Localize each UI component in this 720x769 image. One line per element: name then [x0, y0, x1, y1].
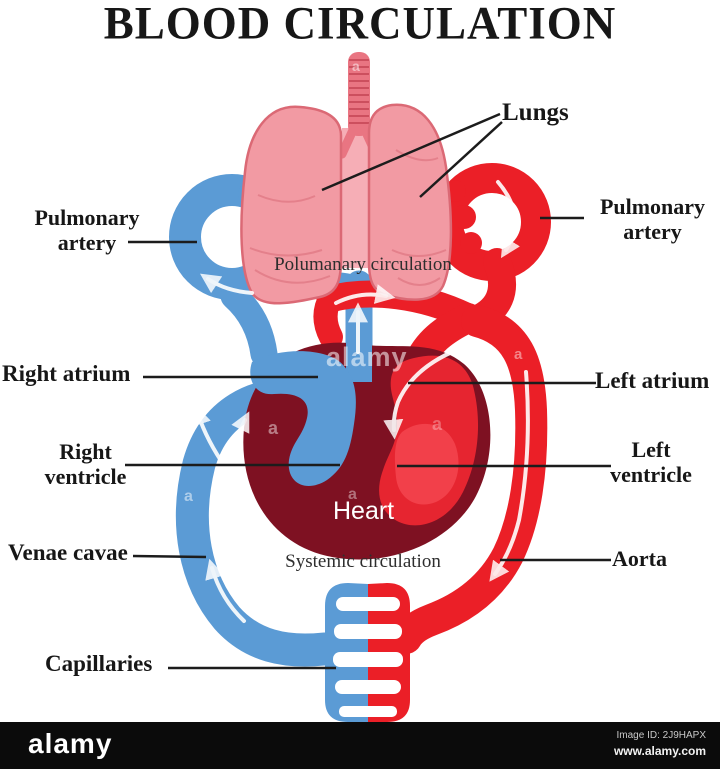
capillary-bed	[325, 583, 410, 722]
label-pulmonary-artery-left: Pulmonary artery	[34, 205, 140, 255]
circulation-diagram	[125, 52, 611, 722]
flow-arrow-pulmonary-right	[496, 180, 520, 259]
page-title: BLOOD CIRCULATION	[103, 0, 617, 50]
lungs	[240, 52, 453, 305]
vein-band-to-atrium	[220, 282, 278, 368]
leader-venae-cavae	[132, 554, 207, 559]
lung-detail-lines	[249, 149, 447, 286]
left-lung	[240, 105, 343, 305]
label-systemic-circulation: Systemic circulation	[285, 551, 441, 572]
leader-lungs-2	[419, 121, 503, 198]
flow-arrow-vena-cava	[205, 558, 246, 623]
right-lung	[367, 103, 453, 301]
flow-arrow-atrium-fork-left	[191, 404, 228, 470]
artery-stub	[313, 285, 343, 349]
label-heart: Heart	[333, 497, 395, 525]
flow-arrow-into-ventricle	[383, 350, 454, 440]
label-right-atrium: Right atrium	[2, 361, 131, 386]
label-left-atrium: Left atrium	[595, 368, 710, 393]
flow-arrow-pulmonary-left	[200, 273, 254, 295]
label-pulmonary-artery-right: Pulmonary artery	[599, 194, 706, 244]
left-ventricle-inner	[394, 423, 459, 505]
leader-lungs-1	[321, 112, 501, 192]
footer-meta: Image ID: 2J9HAPX www.alamy.com	[614, 730, 706, 758]
alamy-logo: alamy	[28, 728, 113, 759]
label-lungs: Lungs	[502, 99, 569, 126]
vena-cava-vessel	[175, 376, 341, 667]
flow-arrow-aorta	[489, 370, 530, 582]
label-venae-cavae: Venae cavae	[8, 540, 128, 565]
heart	[243, 338, 491, 560]
label-aorta: Aorta	[612, 546, 667, 571]
image-id-text: Image ID: 2J9HAPX	[616, 730, 706, 741]
website-text: www.alamy.com	[613, 744, 706, 758]
lung-capillary-bumps-right	[444, 180, 482, 254]
leader-lines	[125, 112, 611, 670]
label-left-ventricle: Left ventricle	[610, 437, 692, 487]
flow-arrow-cross-band	[334, 284, 396, 305]
flow-arrows	[191, 180, 530, 623]
trachea-rings	[349, 59, 369, 124]
right-heart-chamber	[250, 351, 356, 487]
stock-footer-bar: alamy Image ID: 2J9HAPX www.alamy.com	[0, 722, 720, 769]
label-pulmonary-circulation: Polumanary circulation	[274, 254, 452, 275]
label-right-ventricle: Right ventricle	[44, 439, 127, 489]
label-capillaries: Capillaries	[45, 651, 153, 676]
